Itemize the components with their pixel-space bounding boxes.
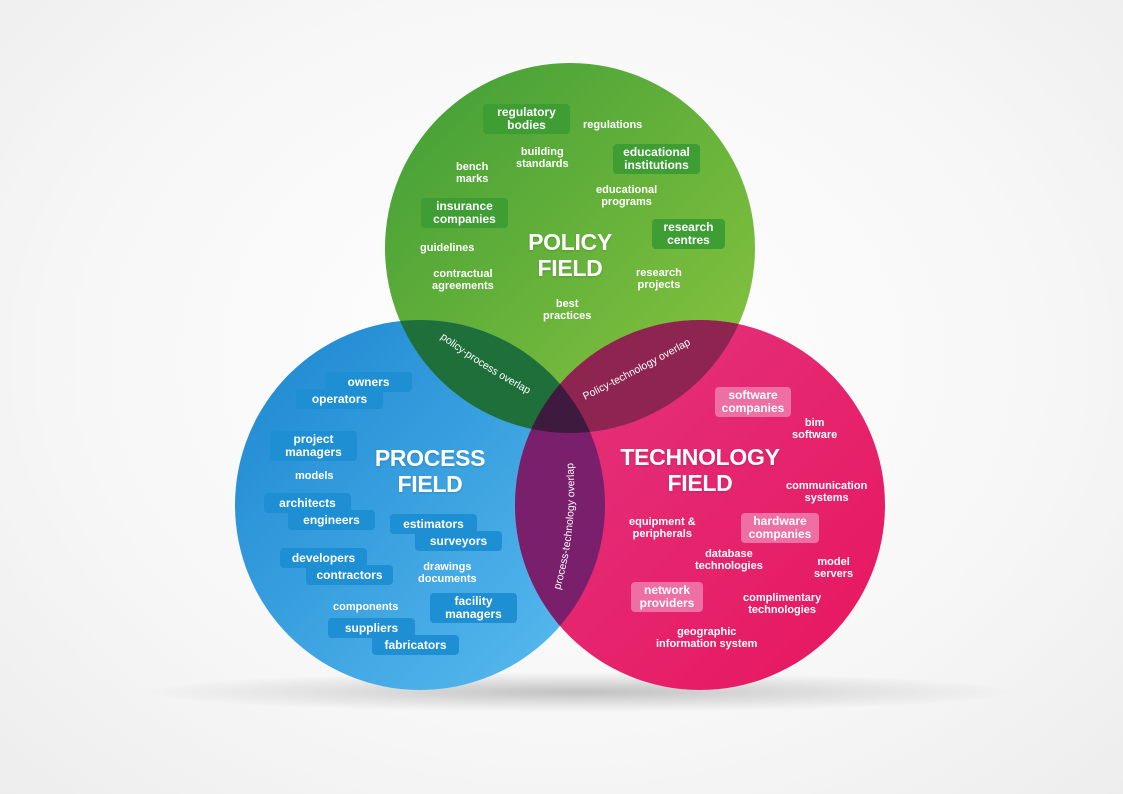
architects-pill: architects — [264, 493, 351, 513]
building-standards-label: building standards — [516, 146, 569, 170]
operators-pill: operators — [296, 389, 383, 409]
project-managers-pill: project managers — [270, 431, 357, 461]
equipment-peripherals-label: equipment & peripherals — [629, 516, 696, 540]
regulations-label: regulations — [583, 119, 643, 131]
guidelines-label: guidelines — [420, 242, 475, 254]
contractual-agreements-label: contractual agreements — [432, 268, 494, 292]
contractors-pill: contractors — [306, 565, 393, 585]
engineers-pill: engineers — [288, 510, 375, 530]
communication-systems-label: communication systems — [786, 480, 868, 504]
surveyors-pill: surveyors — [415, 531, 502, 551]
ground-shadow — [150, 672, 1010, 712]
suppliers-pill: suppliers — [328, 618, 415, 638]
developers-pill: developers — [280, 548, 367, 568]
regulatory-bodies-pill: regulatory bodies — [483, 104, 570, 134]
network-providers-pill: network providers — [631, 582, 703, 612]
fabricators-pill: fabricators — [372, 635, 459, 655]
software-companies-pill: software companies — [715, 387, 791, 417]
best-practices-label: best practices — [543, 298, 592, 322]
complimentary-technologies-label: complimentary technologies — [743, 592, 822, 616]
policy-process-overlap-region — [385, 320, 605, 433]
policy-field-title: POLICY FIELD — [528, 229, 612, 281]
insurance-companies-pill: insurance companies — [421, 198, 508, 228]
educational-programs-label: educational programs — [596, 184, 658, 208]
research-projects-label: research projects — [636, 267, 682, 291]
educational-institutions-pill: educational institutions — [613, 144, 700, 174]
model-servers-label: model servers — [814, 556, 854, 580]
drawings-documents-label: drawings documents — [418, 561, 477, 585]
bench-marks-label: bench marks — [456, 161, 489, 185]
models-label: models — [295, 470, 334, 482]
hardware-companies-pill: hardware companies — [741, 513, 819, 543]
research-centres-pill: research centres — [652, 219, 725, 249]
process-field-title: PROCESS FIELD — [374, 445, 486, 497]
geographic-information-system-label: geographic information system — [656, 626, 758, 650]
bim-software-label: bim software — [792, 417, 838, 441]
facility-managers-pill: facility managers — [430, 593, 517, 623]
components-label: components — [333, 601, 399, 613]
technology-field-title: TECHNOLOGY FIELD — [620, 444, 780, 496]
policy-technology-overlap-region — [515, 320, 755, 433]
database-technologies-label: database technologies — [695, 548, 763, 572]
owners-pill: owners — [325, 372, 412, 392]
estimators-pill: estimators — [390, 514, 477, 534]
